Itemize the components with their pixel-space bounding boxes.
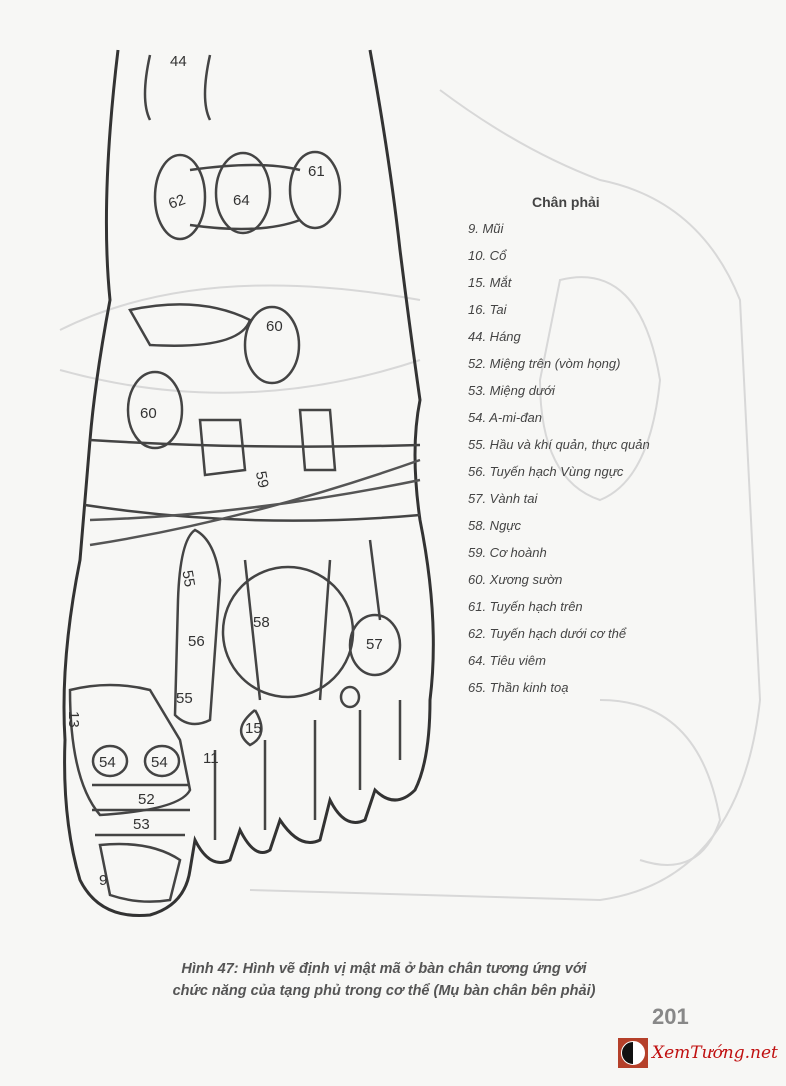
zone-label-59: 59	[252, 470, 272, 489]
foot-outline	[62, 49, 435, 918]
zone-label-9: 9	[99, 872, 107, 889]
zone-label-54a: 54	[99, 754, 116, 771]
legend-item: 57. Vành tai	[468, 491, 538, 506]
zone-label-60a: 60	[266, 318, 283, 335]
zone-label-55b: 55	[176, 690, 193, 707]
logo-text: XemTướng.net	[652, 1043, 778, 1063]
yin-yang-icon	[618, 1038, 648, 1068]
legend-item: 52. Miệng trên (vòm họng)	[468, 356, 621, 371]
zone-label-57: 57	[366, 636, 383, 653]
legend-title: Chân phải	[532, 194, 600, 210]
legend: Chân phải 9. Mũi 10. Cổ 15. Mắt 16. Tai …	[468, 194, 698, 704]
legend-item: 61. Tuyến hạch trên	[468, 599, 583, 614]
zone-label-15: 15	[245, 720, 262, 737]
zone-label-44: 44	[170, 53, 187, 70]
legend-item: 56. Tuyến hạch Vùng ngực	[468, 464, 624, 479]
foot-bones	[68, 54, 421, 903]
zone-labels: 44 62 64 61 60 60 59 55 58 56 57 55 15 1…	[65, 53, 383, 889]
legend-item: 16. Tai	[468, 302, 507, 317]
legend-item: 55. Hầu và khí quản, thực quản	[468, 437, 650, 452]
legend-item: 9. Mũi	[468, 221, 504, 236]
legend-item: 54. A-mi-đan	[468, 410, 542, 425]
zone-label-55a: 55	[178, 569, 198, 588]
legend-item: 60. Xương sườn	[468, 572, 563, 587]
caption-line-1: Hình 47: Hình vẽ định vị mật mã ở bàn ch…	[181, 961, 587, 977]
caption-line-2: chức năng của tạng phủ trong cơ thể (Mụ …	[172, 983, 596, 999]
zone-label-64: 64	[233, 192, 250, 209]
zone-label-54b: 54	[151, 754, 168, 771]
legend-item: 44. Háng	[468, 329, 521, 344]
background-faint-diagram	[59, 89, 762, 902]
zone-label-61: 61	[308, 163, 325, 180]
legend-item: 53. Miệng dưới	[468, 383, 555, 398]
figure-caption: Hình 47: Hình vẽ định vị mật mã ở bàn ch…	[124, 958, 644, 1002]
zone-label-62: 62	[166, 191, 187, 213]
legend-item: 62. Tuyến hạch dưới cơ thể	[468, 626, 627, 641]
legend-item: 65. Thần kinh toạ	[468, 680, 569, 695]
zone-label-11: 11	[203, 750, 219, 767]
zone-label-13: 13	[65, 711, 82, 728]
foot-reflexology-diagram: 44 62 64 61 60 60 59 55 58 56 57 55 15 1…	[59, 49, 762, 918]
zone-label-52: 52	[138, 791, 155, 808]
legend-item: 15. Mắt	[468, 275, 512, 290]
zone-label-58: 58	[253, 614, 270, 631]
zone-label-56: 56	[188, 633, 205, 650]
legend-item: 59. Cơ hoành	[468, 545, 547, 560]
page-number: 201	[652, 1004, 689, 1029]
site-logo: XemTướng.net	[618, 1038, 778, 1068]
legend-item: 10. Cổ	[468, 248, 507, 263]
zone-label-53: 53	[133, 816, 150, 833]
zone-label-60b: 60	[140, 405, 157, 422]
legend-item: 58. Ngực	[468, 518, 522, 533]
legend-item: 64. Tiêu viêm	[468, 653, 546, 668]
